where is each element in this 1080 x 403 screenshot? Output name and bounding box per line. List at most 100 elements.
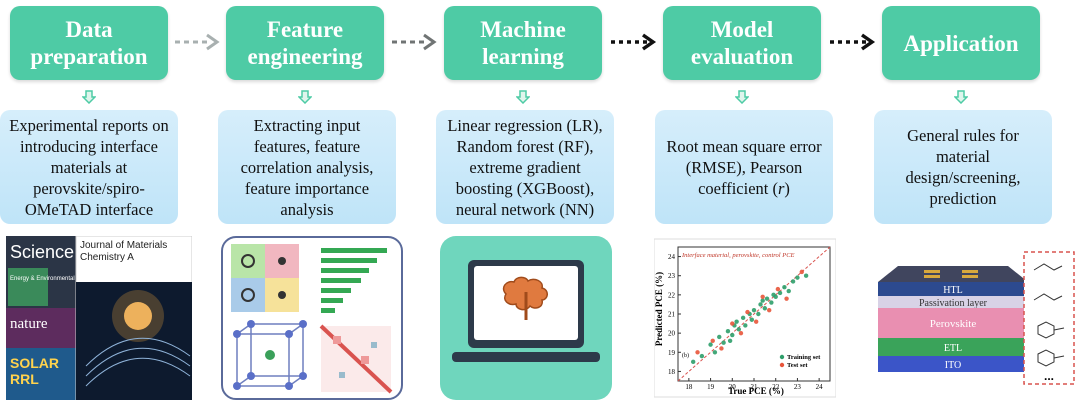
training-point [708, 342, 713, 347]
training-point [803, 273, 809, 278]
test-point [784, 296, 789, 301]
journal-covers-image: Science Energy & Environmental Science n… [6, 236, 192, 400]
legend-training: Training set [787, 354, 821, 361]
training-point [756, 311, 761, 317]
ito-label: ITO [945, 360, 961, 371]
training-point [736, 327, 741, 332]
training-point [740, 315, 746, 321]
test-point [710, 338, 715, 343]
training-point [721, 340, 726, 345]
x-tick-label: 23 [794, 383, 802, 391]
training-point [717, 334, 722, 340]
x-tick-label: 20 [729, 383, 737, 391]
chart-annotation: (b) [682, 352, 689, 359]
dotted-arrow-icon [830, 33, 876, 51]
test-point [760, 294, 765, 299]
training-point [749, 317, 755, 322]
desc-application: General rules for material design/screen… [874, 110, 1052, 224]
ito-layer [878, 356, 1028, 372]
desc-text-part: Root mean square error (RMSE), Pearson c… [666, 136, 822, 198]
journal-jmca-label: Journal of Materials Chemistry A [80, 240, 168, 263]
test-point [719, 346, 724, 351]
correlation-heatmap [319, 324, 393, 394]
stage-title: preparation [30, 44, 148, 69]
chart-xlabel: True PCE (%) [728, 386, 784, 396]
passivation-label: Passivation layer [919, 298, 988, 309]
test-point [753, 319, 759, 324]
y-tick-label: 19 [668, 349, 676, 357]
etl-label: ETL [944, 343, 962, 354]
down-arrow-icon [735, 90, 749, 104]
training-point [712, 350, 718, 355]
feature-importance-bars [321, 248, 387, 313]
stage-title: Feature [266, 17, 344, 42]
training-point [699, 353, 705, 359]
dashed-arrow-icon [175, 33, 220, 51]
training-point [790, 279, 796, 284]
perovskite-label: Perovskite [930, 318, 977, 330]
machine-learning-laptop-image [440, 236, 612, 400]
desc-text-italic: r [777, 178, 785, 198]
training-point [743, 323, 748, 328]
x-tick-label: 18 [685, 383, 693, 391]
training-point [725, 329, 731, 334]
perovskite-layer [878, 308, 1028, 338]
y-tick-label: 22 [668, 291, 676, 299]
training-point [727, 338, 733, 343]
y-tick-label: 21 [668, 311, 676, 319]
desc-model-evaluation: Root mean square error (RMSE), Pearson c… [655, 110, 833, 224]
training-point [786, 288, 791, 294]
stage-title: Model [710, 17, 774, 42]
y-tick-label: 24 [668, 253, 676, 261]
chart-ylabel: Predicted PCE (%) [654, 272, 664, 346]
training-point [764, 296, 770, 301]
htl-layer [878, 282, 1028, 296]
test-point [745, 309, 750, 315]
stage-title: Data [65, 17, 113, 42]
desc-text: Root mean square error (RMSE), Pearson c… [661, 136, 827, 199]
feature-engineering-image [221, 236, 403, 400]
desc-data-preparation: Experimental reports on introducing inte… [0, 110, 178, 224]
desc-text: Experimental reports on introducing inte… [9, 115, 169, 219]
chart-title: Interface material, perovskite, control … [681, 252, 795, 259]
training-point [751, 307, 757, 313]
journal-nature-label: nature [10, 316, 48, 332]
training-point [691, 359, 696, 365]
etl-layer [878, 338, 1028, 356]
desc-text-part: ) [784, 178, 790, 198]
down-arrow-icon [82, 90, 96, 104]
device-stack-image: HTL Passivation layer Perovskite ETL ITO… [878, 251, 1075, 385]
journal-energy-label: Energy & Environmental Science [10, 276, 98, 282]
journal-rrl-label: RRL [10, 371, 39, 387]
down-arrow-icon [954, 90, 968, 104]
x-tick-label: 22 [772, 383, 780, 391]
journal-science-label: Science [10, 242, 74, 262]
dashed-arrow-icon [392, 33, 437, 51]
training-point [769, 300, 774, 305]
y-tick-label: 18 [668, 368, 676, 376]
down-arrow-icon [298, 90, 312, 104]
desc-text: General rules for material design/screen… [905, 126, 1021, 208]
stage-title: evaluation [690, 44, 794, 69]
passivation-layer [878, 296, 1028, 308]
training-point [762, 306, 768, 311]
molecule-inset [1023, 251, 1075, 385]
test-point [767, 307, 772, 313]
legend-test: Test set [787, 362, 808, 369]
x-tick-label: 19 [707, 383, 715, 391]
training-point [782, 285, 787, 290]
desc-machine-learning: Linear regression (LR), Random forest (R… [436, 110, 614, 224]
stage-application: Application [882, 6, 1040, 80]
test-point [738, 330, 744, 336]
x-tick-label: 21 [751, 383, 759, 391]
y-tick-label: 20 [668, 330, 676, 338]
stage-title: learning [482, 44, 564, 69]
stage-title: Application [903, 30, 1019, 56]
training-point [760, 298, 765, 303]
training-point [795, 275, 800, 280]
training-point [773, 294, 778, 299]
